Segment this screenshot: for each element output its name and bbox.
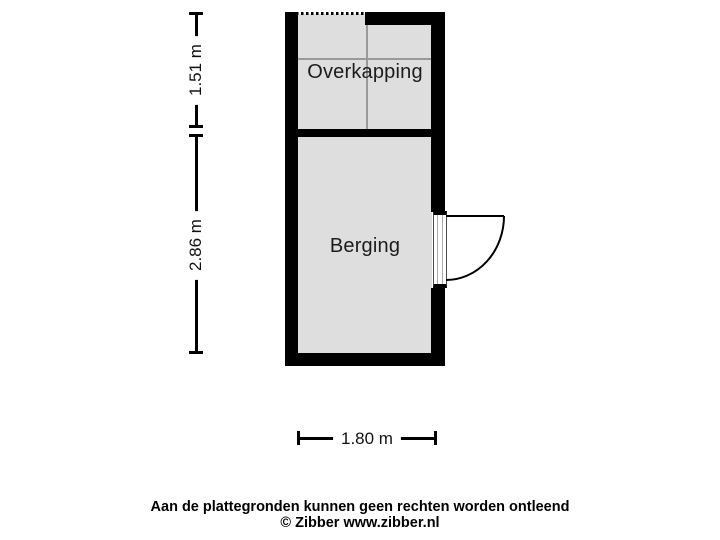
room-berging (298, 137, 432, 353)
wall-divider (285, 129, 445, 137)
door-frame (433, 211, 447, 288)
roof-line-horizontal (298, 58, 432, 60)
room-label-berging: Berging (329, 234, 401, 257)
dimension-cap (189, 351, 203, 354)
dimension-cap (434, 431, 437, 445)
floorplan: Overkapping Berging 1.51 m 2.86 m 1.80 m (184, 12, 505, 452)
dimension-label-plan-width: 1.80 m (334, 426, 400, 452)
dimension-cap (189, 134, 203, 137)
dimension-cap (189, 125, 203, 128)
open-edge-dashed-line (291, 12, 367, 15)
dimension-cap (189, 12, 203, 15)
wall-bottom (285, 353, 445, 366)
room-overkapping (298, 14, 432, 129)
wall-right-lower (431, 288, 445, 366)
roof-line-vertical (366, 14, 368, 129)
dimension-label-overkapping-height: 1.51 m (184, 37, 208, 104)
dimension-cap (297, 431, 300, 445)
wall-top-right (365, 12, 445, 25)
wall-right-upper (431, 12, 445, 212)
wall-left (285, 12, 298, 366)
disclaimer-text: Aan de plattegronden kunnen geen rechten… (150, 499, 570, 515)
door-swing-icon (446, 215, 505, 281)
dimension-label-berging-height: 2.86 m (184, 212, 208, 279)
copyright-text: © Zibber www.zibber.nl (280, 515, 440, 531)
room-label-overkapping: Overkapping (307, 60, 423, 83)
door-panel (437, 215, 443, 284)
